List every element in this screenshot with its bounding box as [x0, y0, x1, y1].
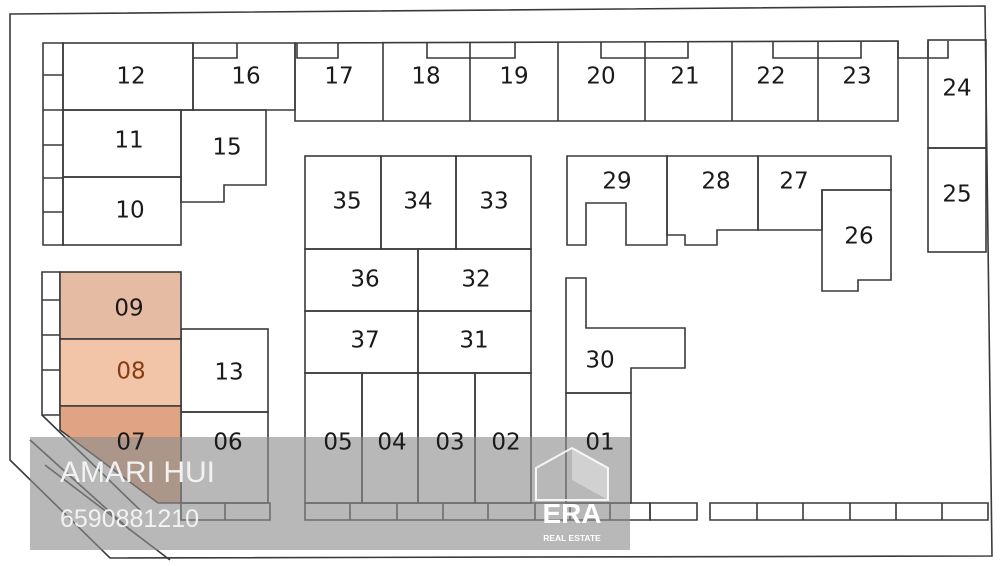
- unit-label: 06: [213, 430, 242, 456]
- unit-label: 17: [324, 64, 353, 90]
- unit-label: 02: [491, 430, 520, 456]
- unit-label: 13: [214, 360, 243, 386]
- unit-label: 25: [942, 182, 971, 208]
- unit-label: 07: [116, 430, 145, 456]
- top-row: [294, 40, 899, 122]
- unit-27[interactable]: [757, 155, 892, 231]
- unit-label: 31: [459, 328, 488, 354]
- unit-label: 26: [844, 224, 873, 250]
- unit-label: 23: [842, 64, 871, 90]
- unit-label: 03: [435, 430, 464, 456]
- house-icon: [535, 446, 609, 501]
- unit-label: 04: [377, 430, 406, 456]
- agent-name: AMARI HUI: [60, 456, 215, 489]
- unit-label: 05: [323, 430, 352, 456]
- unit-label: 34: [403, 189, 432, 215]
- unit-label: 33: [479, 189, 508, 215]
- unit-26[interactable]: [821, 189, 892, 292]
- unit-08[interactable]: [59, 338, 182, 407]
- bottom-strip: [709, 502, 989, 521]
- era-logo: ERA REAL ESTATE: [535, 446, 609, 543]
- unit-label: 15: [212, 135, 241, 161]
- unit-label: 35: [332, 189, 361, 215]
- brand-subtitle: REAL ESTATE: [543, 533, 601, 543]
- unit-30[interactable]: [565, 277, 686, 394]
- unit-label: 28: [701, 169, 730, 195]
- unit-label: 32: [461, 267, 490, 293]
- unit-label: 01: [585, 430, 614, 456]
- top-notches: [296, 41, 949, 59]
- unit-label: 10: [115, 198, 144, 224]
- unit-label: 19: [499, 64, 528, 90]
- unit-label: 11: [114, 128, 143, 154]
- bottom-strip: [649, 502, 698, 521]
- watermark-overlay: [30, 437, 630, 550]
- unit-10[interactable]: [62, 176, 182, 246]
- unit-label: 36: [350, 267, 379, 293]
- unit-dividers: [382, 42, 819, 121]
- agent-phone: 6590881210: [60, 505, 199, 533]
- agent-watermark: [30, 437, 630, 550]
- unit-25[interactable]: [927, 147, 987, 253]
- unit-label: 18: [411, 64, 440, 90]
- unit-label: 30: [585, 348, 614, 374]
- wall-strip: [42, 42, 64, 246]
- unit-label: 08: [116, 359, 145, 385]
- unit-09[interactable]: [59, 271, 182, 340]
- unit-label: 29: [602, 169, 631, 195]
- house-roof-icon: [572, 448, 608, 500]
- unit-label: 09: [114, 296, 143, 322]
- unit-label: 22: [756, 64, 785, 90]
- unit-label: 37: [350, 328, 379, 354]
- unit-label: 21: [670, 64, 699, 90]
- unit-label: 24: [942, 76, 971, 102]
- unit-label: 12: [116, 64, 145, 90]
- unit-label: 27: [779, 169, 808, 195]
- brand-name: ERA: [542, 498, 601, 529]
- unit-label: 20: [586, 64, 615, 90]
- unit-label: 16: [231, 64, 260, 90]
- site-boundary: [9, 5, 993, 559]
- wall-strip: [41, 271, 61, 416]
